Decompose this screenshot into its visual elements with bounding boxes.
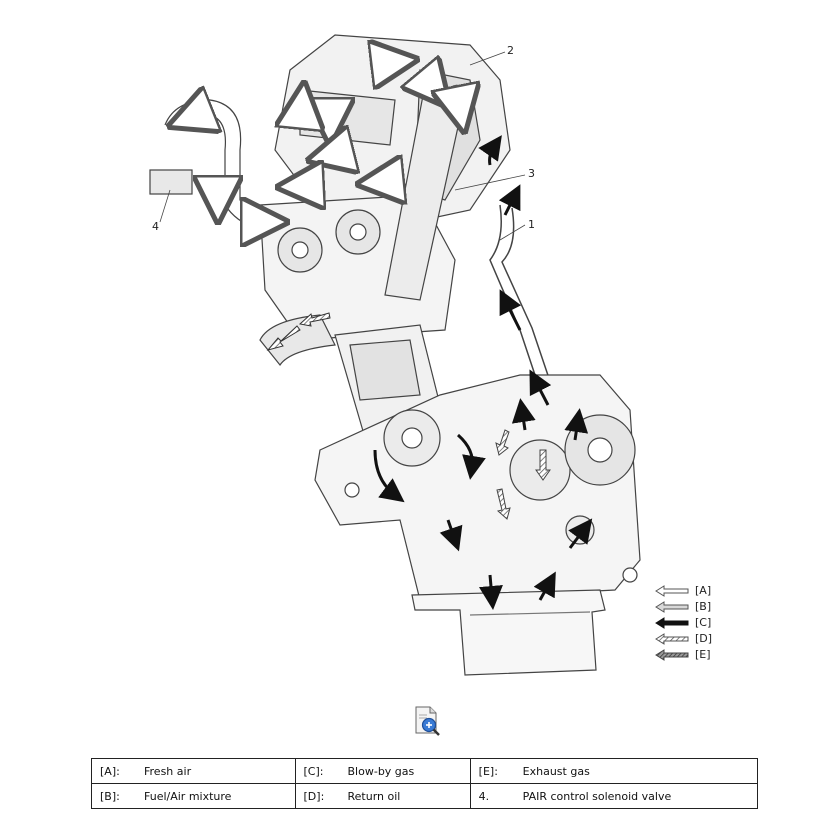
table-cell: [A]: Fresh air	[91, 758, 296, 784]
key-desc: PAIR control solenoid valve	[522, 789, 672, 803]
crankcase	[314, 374, 641, 601]
exhaust-pipe	[259, 314, 336, 367]
key-desc: Blow-by gas	[347, 764, 415, 778]
hatched-arrow-icon	[655, 633, 689, 645]
arrow-legend: [A] [B] [C] [D] [E]	[655, 583, 735, 663]
legend-row-a: [A]	[655, 583, 735, 599]
key-code: 4.	[478, 789, 490, 803]
table-cell: [C]: Blow-by gas	[294, 758, 471, 784]
table-cell: 4. PAIR control solenoid valve	[469, 783, 759, 809]
callout-leaders	[159, 51, 526, 241]
key-code: [D]:	[303, 789, 325, 803]
oil-return-arrows	[495, 429, 551, 520]
key-desc: Fuel/Air mixture	[144, 789, 232, 803]
key-desc: Exhaust gas	[522, 764, 590, 778]
legend-label-e: [E]	[695, 648, 711, 661]
legend-label-a: [A]	[695, 584, 712, 597]
dark-hatched-arrow-icon	[655, 649, 689, 661]
legend-row-d: [D]	[655, 631, 735, 647]
table-cell: [E]: Exhaust gas	[469, 758, 759, 784]
outline-arrow-icon	[655, 585, 689, 597]
legend-row-b: [B]	[655, 599, 735, 615]
key-desc: Fresh air	[144, 764, 192, 778]
blowby-arrows	[373, 135, 593, 610]
callout-2: 2	[507, 44, 514, 57]
table-cell: [B]: Fuel/Air mixture	[91, 783, 296, 809]
fresh-air-arrows	[190, 62, 460, 222]
callout-1: 1	[528, 218, 535, 231]
key-code: [E]:	[478, 764, 498, 778]
key-code: [B]:	[100, 789, 120, 803]
table-row: [A]: Fresh air [C]: Blow-by gas [E]: Exhaus…	[91, 758, 759, 784]
callout-3: 3	[528, 167, 535, 180]
zoom-in-document-icon[interactable]	[413, 705, 443, 737]
exhaust-arrows	[266, 312, 331, 351]
table-cell: [D]: Return oil	[294, 783, 471, 809]
key-code: [C]:	[303, 764, 324, 778]
key-desc: Return oil	[347, 789, 401, 803]
solid-black-arrow-icon	[655, 617, 689, 629]
key-code: [A]:	[100, 764, 120, 778]
legend-row-c: [C]	[655, 615, 735, 631]
grey-outline-arrow-icon	[655, 601, 689, 613]
breather-hose	[489, 204, 558, 406]
key-table: [A]: Fresh air [C]: Blow-by gas [E]: Exhaus…	[91, 758, 759, 809]
legend-row-e: [E]	[655, 647, 735, 663]
callout-4: 4	[152, 220, 159, 233]
table-row: [B]: Fuel/Air mixture [D]: Return oil 4. PA…	[91, 783, 759, 809]
legend-label-d: [D]	[695, 632, 713, 645]
oil-pan	[411, 589, 606, 676]
legend-label-b: [B]	[695, 600, 712, 613]
legend-label-c: [C]	[695, 616, 712, 629]
engine-cutaway-diagram	[149, 34, 641, 676]
